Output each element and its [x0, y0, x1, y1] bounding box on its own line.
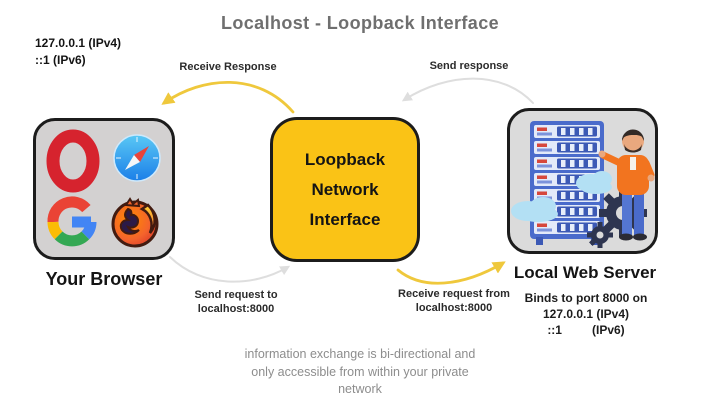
server-rack-unit — [534, 173, 600, 186]
server-rack-unit — [534, 157, 600, 170]
server-illustration — [511, 121, 655, 248]
receive-response-label: Receive Response — [179, 61, 277, 73]
server-node-caption: Local Web Server — [513, 263, 657, 282]
cloud-icon — [511, 171, 612, 222]
page-title: Localhost - Loopback Interface — [220, 13, 500, 33]
gear-icon — [587, 189, 647, 248]
browser-node-caption: Your Browser — [45, 269, 163, 289]
loopback-node-box: Loopback Network Interface — [270, 117, 420, 262]
loopback-addresses-note: 127.0.0.1 (IPv4) ::1 (IPv6) — [35, 36, 122, 67]
safari-icon — [113, 134, 161, 182]
server-rack — [530, 121, 604, 245]
server-admin-person — [598, 129, 655, 241]
send-request-label: Send request to localhost:8000 — [194, 289, 278, 315]
send-response-label: Send response — [429, 60, 509, 72]
server-rack-unit — [534, 221, 600, 234]
receive-response-arrow — [161, 80, 295, 114]
send-response-arrow — [401, 77, 534, 104]
firefox-icon — [111, 197, 159, 248]
server-node-box — [507, 108, 658, 254]
browser-icons — [46, 129, 161, 248]
server-rack-unit — [534, 205, 600, 218]
google-icon — [47, 196, 97, 247]
server-rack-unit — [534, 125, 600, 138]
receive-request-label: Receive request from localhost:8000 — [398, 288, 510, 314]
browser-node-box — [33, 118, 175, 260]
server-rack-unit — [534, 141, 600, 154]
opera-icon — [46, 129, 100, 193]
receive-request-arrow — [396, 261, 506, 285]
server-rack-unit — [534, 189, 600, 202]
footer-note: information exchange is bi-directional a… — [244, 347, 476, 396]
loopback-node-label: Loopback Network Interface — [304, 149, 386, 229]
server-binds-note: Binds to port 8000 on 127.0.0.1 (IPv4) :… — [524, 291, 648, 337]
